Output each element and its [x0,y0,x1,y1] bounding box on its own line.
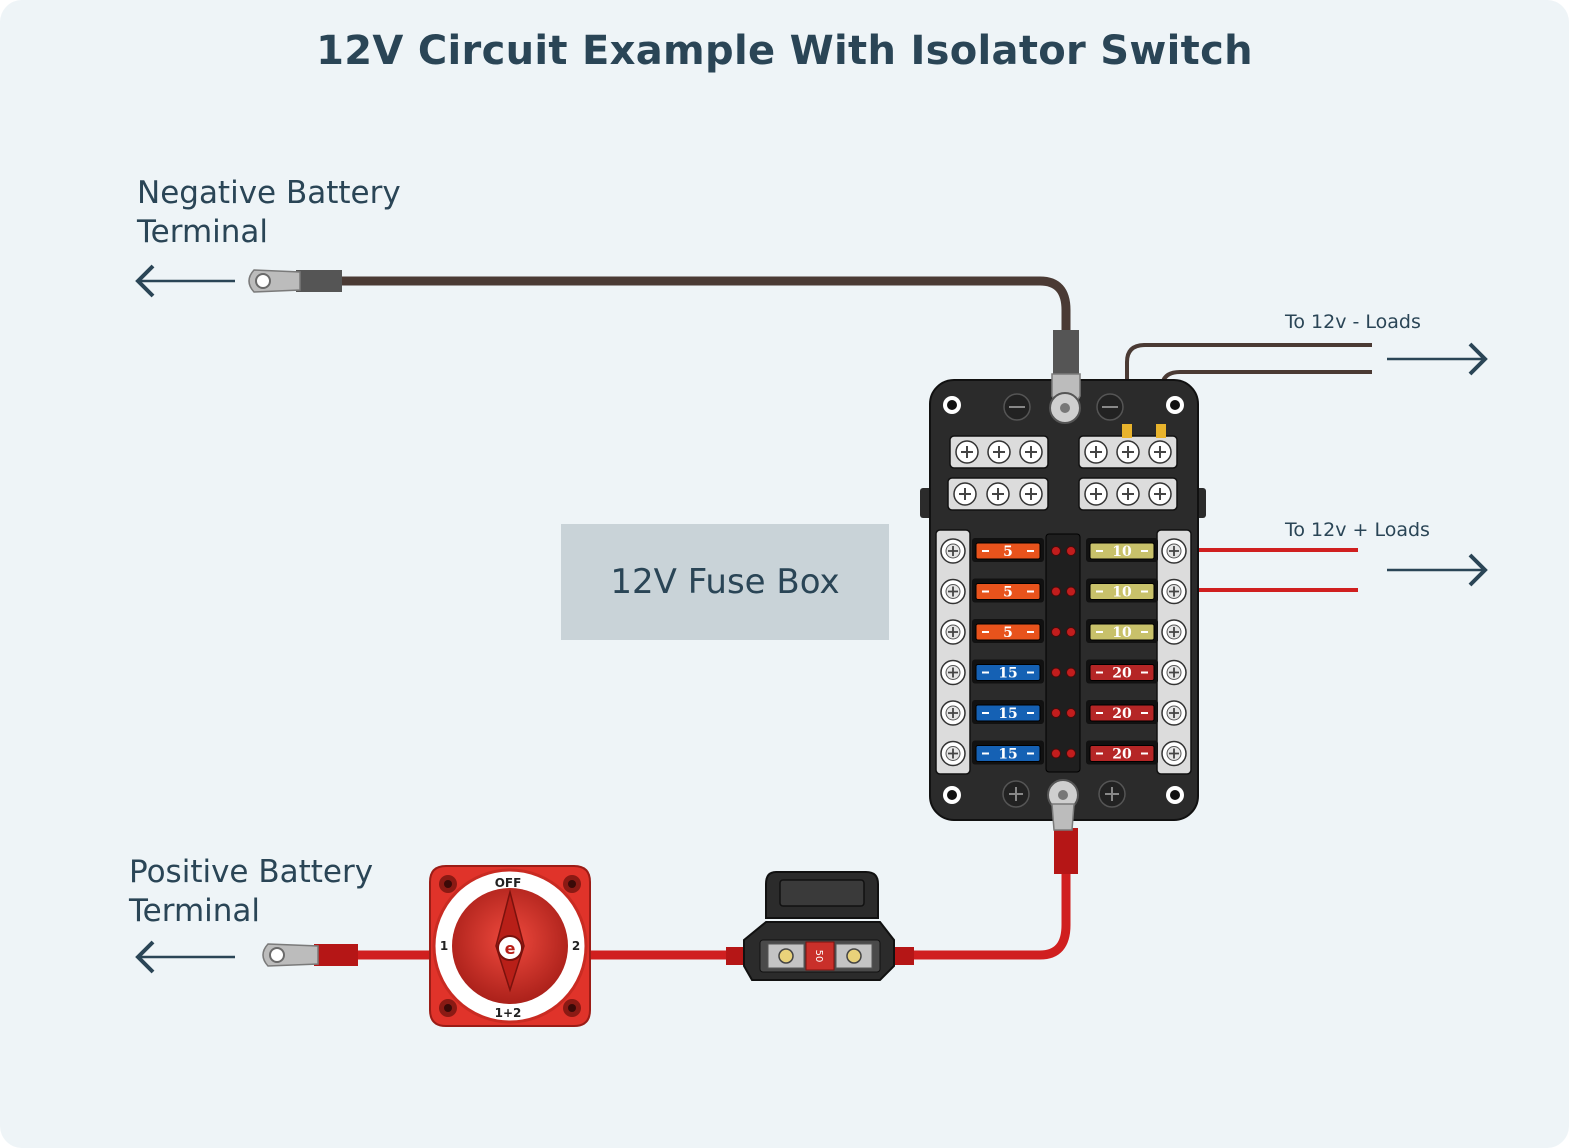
positive-battery-cable [262,828,1078,967]
terminal-screw-icon [1161,700,1187,726]
inline-fuse-rating: 50 [813,950,824,963]
terminal-screw-icon [940,700,966,726]
blade-fuse-right-6: 20 [1086,740,1158,765]
terminal-screws [940,538,1187,767]
negative-battery-cable [248,269,1071,345]
fuse-box-label: 12V Fuse Box [561,524,889,640]
fuse-rating-label: 15 [998,666,1017,682]
led-indicator-icon [1051,667,1061,678]
blade-fuse-right-3: 10 [1086,619,1158,643]
diagram-title: 12V Circuit Example With Isolator Switch [316,28,1253,74]
terminal-screw-icon [1161,578,1187,605]
blade-fuse-left-3: 5 [972,619,1044,643]
fuse-rating-label: 10 [1112,625,1132,641]
fuse-rating-label: 10 [1112,544,1132,560]
negative-terminal-label: Negative Battery Terminal [137,175,401,250]
fuse-rating-label: 20 [1112,706,1132,722]
switch-position-1-label: 1 [440,939,448,953]
led-indicator-icon [1066,627,1076,637]
blade-fuse-right-4: 20 [1086,659,1158,684]
indicator-leds [1051,546,1076,759]
isolator-switch: e OFF 1 2 1+2 [429,865,591,1027]
blade-fuse-left-5: 15 [972,700,1044,724]
fuse-column-left: 5 5 5 15 15 15 [972,538,1044,765]
led-indicator-icon [1066,586,1076,597]
blade-fuse-left-2: 5 [972,578,1044,603]
blade-fuse-right-2: 10 [1086,578,1158,603]
led-indicator-icon [1051,546,1061,556]
positive-terminal-label: Positive Battery Terminal [129,854,374,929]
fuse-box: 5 5 5 15 15 15 10 10 10 20 20 20 [920,330,1206,831]
switch-position-2-label: 2 [572,939,580,953]
blade-fuse-left-4: 15 [972,659,1044,684]
terminal-screw-icon [940,619,966,645]
led-indicator-icon [1066,708,1076,718]
switch-knob-logo: e [505,939,516,958]
positive-loads-label: To 12v + Loads [1285,519,1430,541]
led-indicator-icon [1066,748,1076,759]
terminal-screw-icon [940,740,966,767]
fuse-rating-label: 15 [998,747,1017,763]
fuse-rating-label: 10 [1112,585,1132,601]
led-indicator-icon [1066,546,1076,556]
fuse-rating-label: 20 [1112,747,1132,763]
blade-fuse-right-1: 10 [1086,538,1158,562]
inline-fuse-holder: 50 [726,871,914,981]
fuse-rating-label: 5 [1003,544,1013,560]
switch-off-label: OFF [495,876,522,890]
negative-loads-label: To 12v - Loads [1285,311,1421,333]
led-indicator-icon [1051,586,1061,597]
fuse-rating-label: 5 [1003,585,1013,601]
led-indicator-icon [1051,627,1061,637]
terminal-screw-icon [940,578,966,605]
terminal-screw-icon [1161,659,1187,686]
led-indicator-icon [1066,667,1076,678]
terminal-screw-icon [940,538,966,564]
blade-fuse-left-6: 15 [972,740,1044,765]
terminal-screw-icon [940,659,966,686]
positive-loads-wires [1183,546,1358,594]
led-indicator-icon [1051,708,1061,718]
terminal-screw-icon [1161,538,1187,564]
switch-both-label: 1+2 [495,1006,522,1020]
terminal-screw-icon [1161,619,1187,645]
fuse-column-right: 10 10 10 20 20 20 [1086,538,1158,765]
fuse-rating-label: 20 [1112,666,1132,682]
fuse-rating-label: 15 [998,706,1017,722]
fuse-rating-label: 5 [1003,625,1013,641]
terminal-screw-icon [1161,740,1187,767]
led-indicator-icon [1051,748,1061,759]
blade-fuse-right-5: 20 [1086,700,1158,724]
blade-fuse-left-1: 5 [972,538,1044,562]
